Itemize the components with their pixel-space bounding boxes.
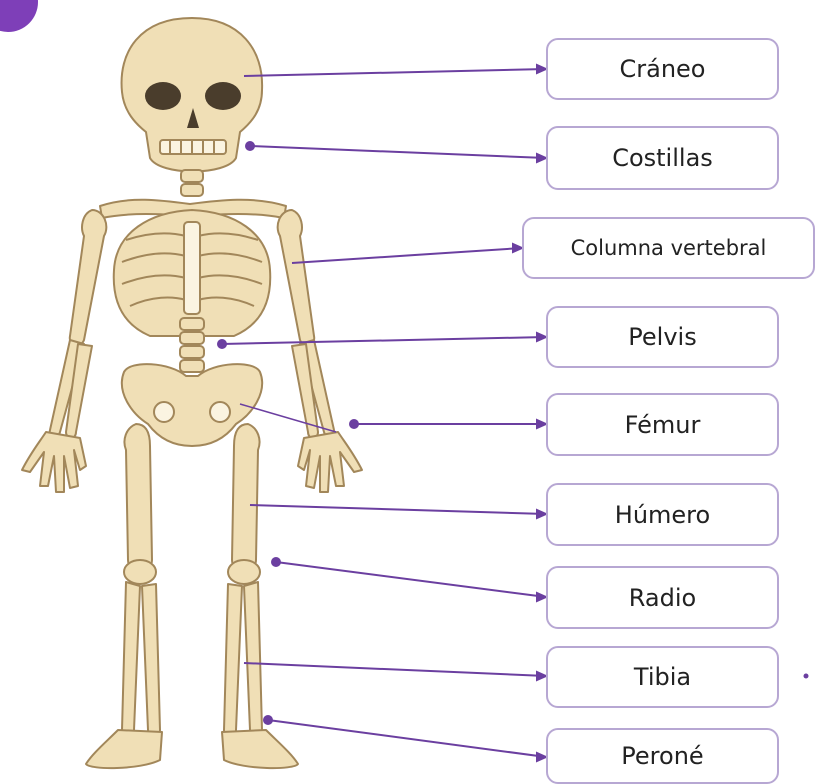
label-text: Fémur — [625, 411, 701, 439]
label-box-femur: Fémur — [546, 393, 779, 456]
label-text: Pelvis — [628, 323, 696, 351]
label-box-columna-vertebral: Columna vertebral — [522, 217, 815, 279]
label-text: Columna vertebral — [571, 236, 767, 260]
label-box-radio: Radio — [546, 566, 779, 629]
label-text: Húmero — [615, 501, 710, 529]
label-box-craneo: Cráneo — [546, 38, 779, 100]
label-text: Costillas — [612, 144, 713, 172]
label-text: Tibia — [634, 663, 691, 691]
label-text: Cráneo — [620, 55, 706, 83]
label-text: Radio — [629, 584, 696, 612]
purple-circle-badge-icon — [0, 0, 38, 32]
label-box-costillas: Costillas — [546, 126, 779, 190]
label-box-pelvis: Pelvis — [546, 306, 779, 368]
label-text: Peroné — [621, 742, 703, 770]
label-box-tibia: Tibia — [546, 646, 779, 708]
label-box-perone: Peroné — [546, 728, 779, 784]
label-box-humero: Húmero — [546, 483, 779, 546]
